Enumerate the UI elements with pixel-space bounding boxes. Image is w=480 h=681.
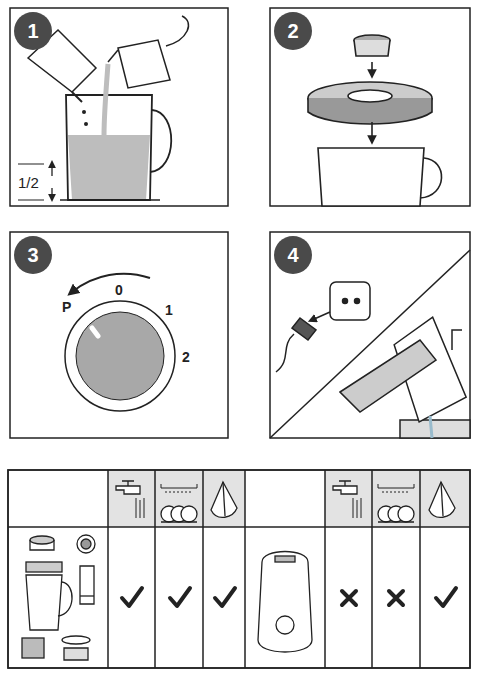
parts-illustration (22, 535, 95, 660)
dial-setting-label: P (62, 300, 71, 314)
table-icons (22, 481, 456, 660)
step-number-text: 2 (287, 20, 298, 43)
lid-illustration (308, 35, 442, 206)
dial-setting-label: 0 (115, 283, 123, 297)
check-mark (170, 588, 190, 606)
step-number-text: 4 (287, 244, 298, 267)
dial-setting-label: 2 (182, 350, 190, 364)
cross-mark (389, 591, 403, 605)
unplug-rinse-illustration (270, 250, 470, 438)
step-number: 2 (274, 12, 312, 50)
check-mark (436, 588, 456, 606)
cross-mark (342, 591, 356, 605)
cleaning-table (8, 470, 470, 668)
dial-setting-label: 1 (165, 303, 173, 317)
step-number-text: 3 (27, 244, 38, 267)
step-number-text: 1 (27, 20, 38, 43)
step-number: 3 (14, 236, 52, 274)
check-mark (215, 588, 235, 606)
step-number: 1 (14, 12, 52, 50)
fill-level-label: 1/2 (18, 175, 39, 190)
speed-dial (65, 274, 175, 411)
panel-frame (10, 232, 228, 438)
panel-frame (270, 232, 470, 438)
panel-frame (10, 8, 228, 206)
check-mark (122, 588, 142, 606)
motor-base-illustration (258, 552, 312, 653)
panel-frame (270, 8, 470, 206)
step-number: 4 (274, 236, 312, 274)
